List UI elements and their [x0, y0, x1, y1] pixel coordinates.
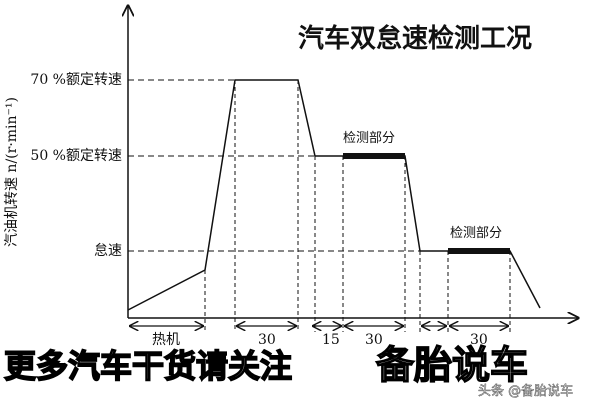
level-guides — [128, 79, 420, 252]
banner-brand: 备胎说车 — [375, 343, 529, 387]
segment-label-warmup: 热机 — [152, 332, 180, 348]
level-50-label: 50 %额定转速 — [30, 148, 122, 164]
segment-label-30c: 30 — [470, 332, 488, 348]
y-axis-label: 汽油机转速 n/(r·min⁻¹) — [4, 96, 20, 248]
segment-label-30a: 30 — [258, 332, 276, 348]
phase-dividers — [204, 80, 511, 332]
promo-banner: 更多汽车干货请关注 备胎说车 — [3, 345, 529, 385]
speed-curve — [127, 79, 541, 311]
segment-label-15: 15 — [322, 332, 340, 348]
measure-label-2: 检测部分 — [450, 226, 503, 241]
level-70-label: 70 %额定转速 — [30, 72, 122, 88]
measure-label-1: 检测部分 — [343, 131, 396, 146]
segment-label-30b: 30 — [365, 332, 383, 348]
banner-text: 更多汽车干货请关注 — [3, 347, 293, 385]
watermark: 头条 @备胎说车 — [478, 384, 574, 399]
level-idle-label: 怠速 — [94, 243, 122, 259]
diagram-title: 汽车双怠速检测工况 — [298, 24, 533, 54]
axes — [128, 6, 578, 318]
